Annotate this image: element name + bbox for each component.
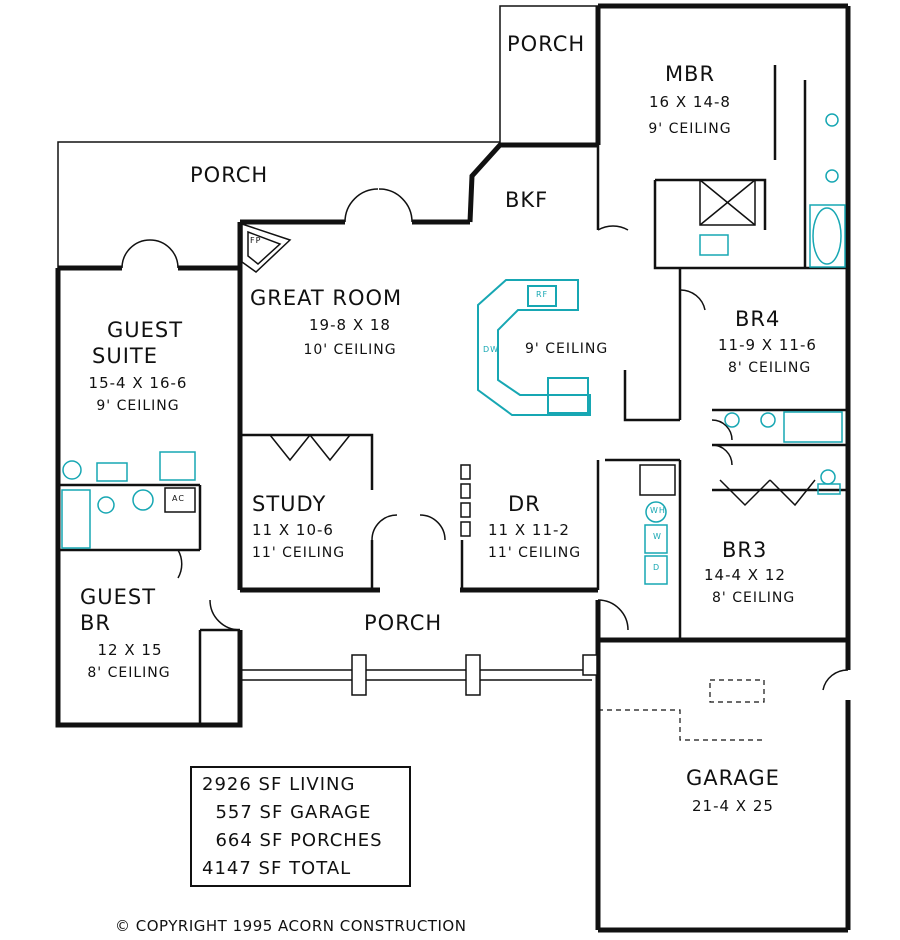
hall-bath-fixtures [724,411,843,495]
guest-suite-ceiling: 9' CEILING [96,398,180,414]
interior-walls [58,65,848,725]
bkf-label: BKF [505,188,549,212]
dr-dims: 11 X 11-2 [488,521,570,539]
exterior-walls [55,3,851,933]
great-room-label: GREAT ROOM [250,286,403,310]
refrigerator-tag: RF [536,290,549,299]
guest-br-label-1: GUEST [80,585,157,609]
stat-value: 664 [215,830,253,851]
kitchen-island [477,279,591,416]
br3-label: BR3 [722,538,768,562]
porch-outlines [57,5,598,681]
great-room-ceiling: 10' CEILING [303,342,397,358]
ac-unit-tag: AC [172,494,185,503]
guest-suite-label-1: GUEST [106,318,184,342]
stat-label: PORCHES [290,830,383,851]
water-heater-tag: WH [650,506,666,515]
mbr-label: MBR [664,62,716,86]
study-dims: 11 X 10-6 [252,521,334,539]
door-swings [121,188,849,691]
fireplace-tag: FP [250,236,262,245]
master-bath-fixtures [699,113,846,268]
washer-tag: W [653,532,662,541]
square-footage-table: 2926 SF LIVING 557 SF GARAGE 664 SF PORC… [190,766,411,887]
guest-bath-fixtures [61,451,196,549]
porch-columns [351,654,598,696]
porch-top-label: PORCH [507,32,586,56]
mbr-ceiling: 9' CEILING [648,121,732,137]
fireplace-icon [241,222,292,273]
garage-dashed [598,679,765,741]
dr-label: DR [508,492,541,516]
guest-suite-label-2: SUITE [92,344,158,368]
stat-unit: SF [259,830,284,851]
dr-ceiling: 11' CEILING [488,545,582,561]
laundry-fixtures [639,464,676,585]
mbr-dims: 16 X 14-8 [649,93,731,111]
stat-label: GARAGE [290,802,372,823]
dryer-tag: D [653,563,661,572]
stat-value: 557 [215,802,253,823]
stats-row-total: 4147 SF TOTAL [202,858,351,879]
br3-dims: 14-4 X 12 [704,566,786,584]
stat-unit: SF [258,858,283,879]
guest-br-ceiling: 8' CEILING [87,665,171,681]
stat-value: 2926 [202,774,252,795]
study-ceiling: 11' CEILING [252,545,346,561]
br4-dims: 11-9 X 11-6 [718,336,817,354]
stat-label: LIVING [289,774,356,795]
stats-row-porches: 664 SF PORCHES [202,830,383,851]
kitchen-ceiling: 9' CEILING [525,341,609,357]
garage-label: GARAGE [686,766,780,790]
stat-unit: SF [259,802,284,823]
dr-columns [460,464,471,537]
stat-value: 4147 [202,858,252,879]
garage-dims: 21-4 X 25 [692,797,774,815]
guest-br-dims: 12 X 15 [97,641,163,659]
dishwasher-tag: DW [483,345,500,354]
stats-row-garage: 557 SF GARAGE [202,802,371,823]
stat-label: TOTAL [289,858,352,879]
br3-ceiling: 8' CEILING [712,590,796,606]
stats-row-living: 2926 SF LIVING [202,774,355,795]
br4-label: BR4 [735,307,781,331]
stat-unit: SF [258,774,283,795]
br4-ceiling: 8' CEILING [728,360,812,376]
copyright-notice: © COPYRIGHT 1995 ACORN CONSTRUCTION [115,917,467,935]
guest-br-label-2: BR [80,611,111,635]
study-label: STUDY [252,492,327,516]
porch-front-label: PORCH [364,611,443,635]
porch-left-label: PORCH [190,163,269,187]
great-room-dims: 19-8 X 18 [309,316,391,334]
guest-suite-dims: 15-4 X 16-6 [88,374,188,392]
